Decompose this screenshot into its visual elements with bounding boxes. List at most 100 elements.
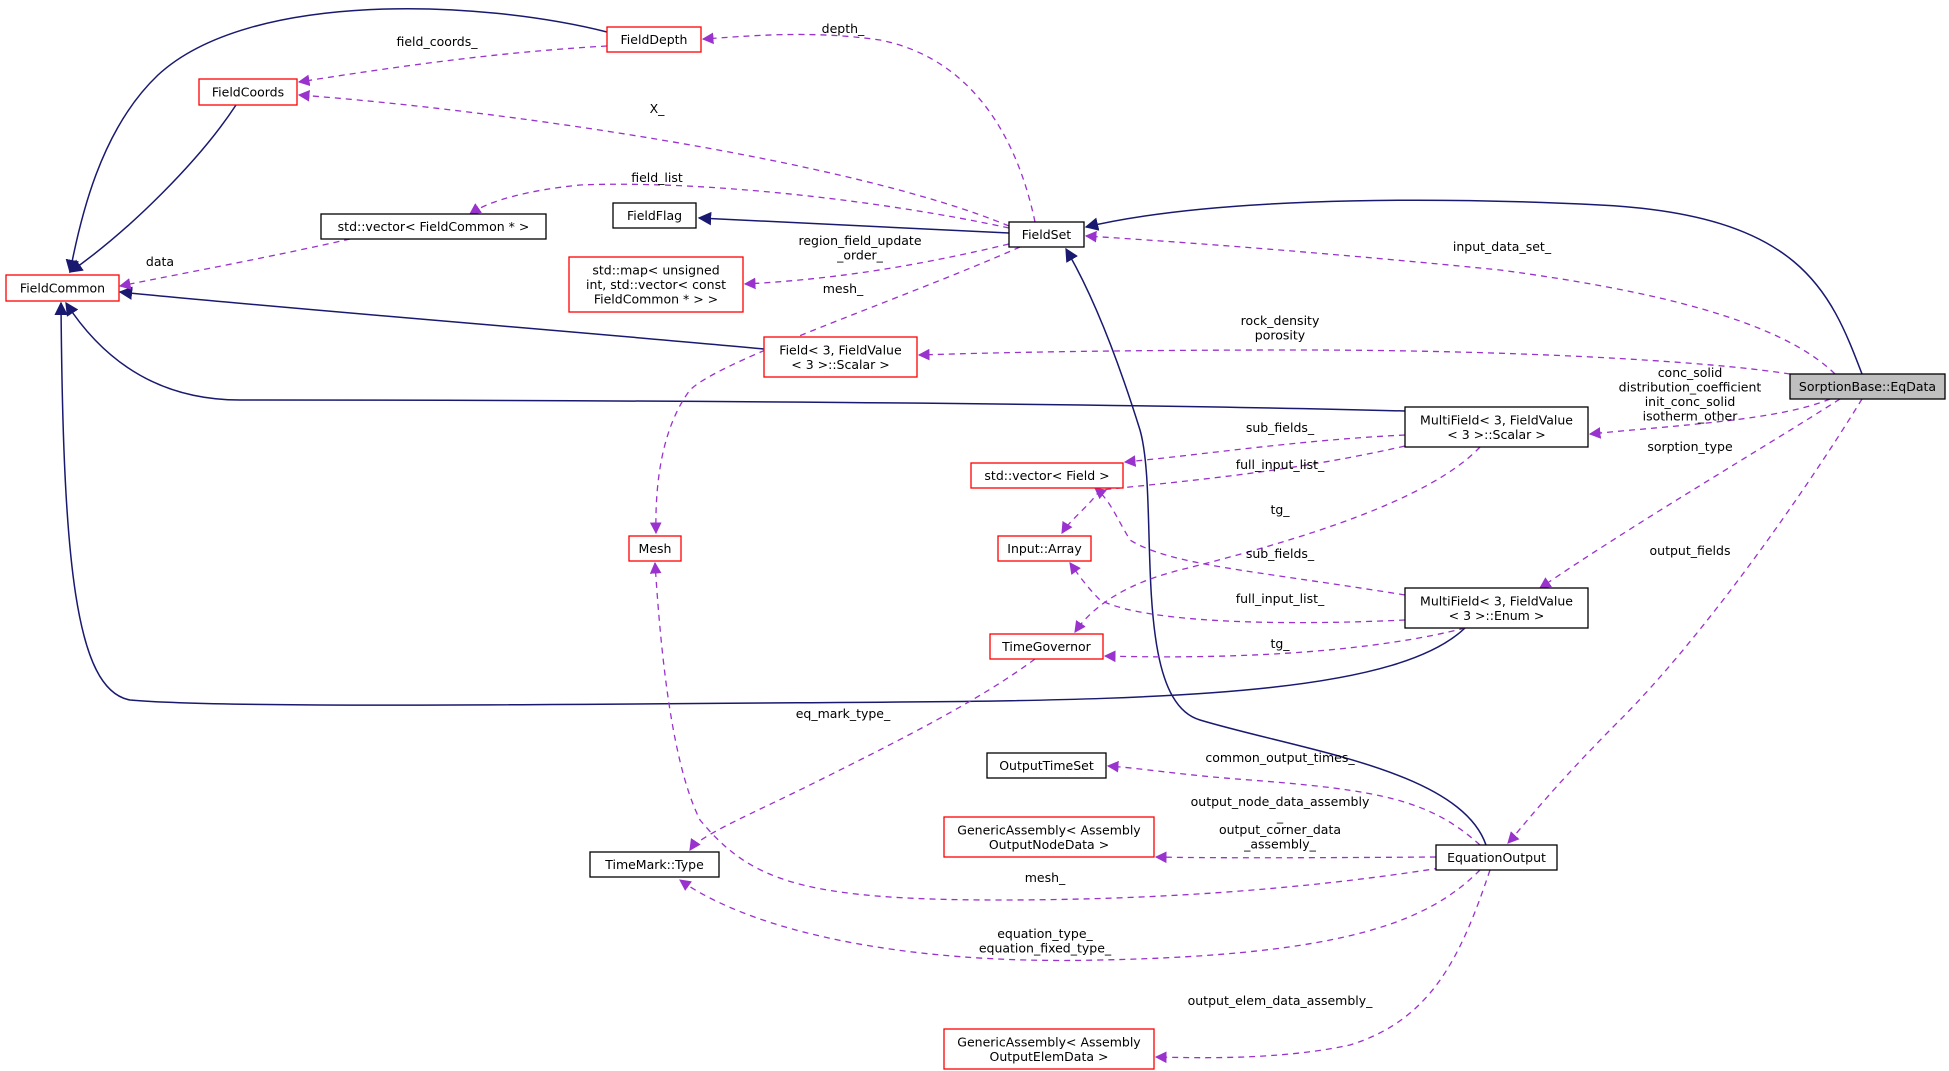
inherit-fieldflag-fieldset	[697, 211, 1010, 234]
node-multifield-enum[interactable]: MultiField< 3, FieldValue< 3 >::Enum >	[1404, 587, 1589, 629]
node-ga-node[interactable]: GenericAssembly< AssemblyOutputNodeData …	[943, 816, 1155, 858]
edge-label-line: output_node_data_assembly	[1191, 794, 1370, 809]
edge-label-full-input-list-2: full_input_list_	[1236, 591, 1325, 606]
node-box	[198, 78, 298, 106]
inherit-fieldcommon-field-scalar	[118, 286, 765, 350]
node-fieldflag[interactable]: FieldFlag	[612, 202, 697, 229]
node-label: std::map< unsigned	[592, 263, 719, 278]
node-mesh[interactable]: Mesh	[628, 535, 682, 562]
node-label: < 3 >::Scalar >	[1447, 427, 1545, 442]
edge-label-field-coords: field_coords_	[396, 34, 478, 49]
usage-mesh-bottom	[649, 561, 1441, 901]
node-label: OutputTimeSet	[999, 758, 1094, 773]
node-label: FieldCommon	[20, 281, 105, 296]
inherit-fieldset-equationoutput	[1065, 247, 1487, 846]
node-timemark-type[interactable]: TimeMark::Type	[589, 851, 720, 878]
edge-label-line: data	[146, 254, 174, 269]
edge-label-line: field_list	[631, 170, 683, 185]
node-label: FieldCommon * > >	[594, 292, 718, 307]
node-box	[628, 535, 682, 562]
usage-region-field-update	[743, 243, 1010, 290]
edge-label-line: tg_	[1270, 636, 1290, 651]
edge-label-line: field_coords_	[396, 34, 478, 49]
node-input-array[interactable]: Input::Array	[997, 535, 1092, 562]
usage-output-fields	[1507, 398, 1863, 844]
node-box	[943, 1028, 1155, 1070]
edge-label-sub-fields-1: sub_fields_	[1246, 420, 1315, 435]
node-box	[763, 336, 918, 378]
edge-label-mesh-top: mesh_	[823, 281, 864, 296]
edge-label-line: _assembly_	[1243, 837, 1317, 852]
node-box	[1404, 587, 1589, 629]
node-box	[606, 26, 702, 53]
node-eqdata[interactable]: SorptionBase::EqData	[1789, 373, 1946, 400]
node-fieldset[interactable]: FieldSet	[1008, 221, 1085, 248]
node-box	[612, 202, 697, 229]
node-fieldcommon[interactable]: FieldCommon	[5, 274, 120, 302]
node-label: FieldSet	[1022, 227, 1071, 242]
node-label: GenericAssembly< Assembly	[957, 822, 1141, 837]
node-fieldcoords[interactable]: FieldCoords	[198, 78, 298, 106]
node-label: GenericAssembly< Assembly	[957, 1034, 1141, 1049]
usage-eq-mark-type	[689, 658, 1036, 851]
edge-label-line: mesh_	[1025, 870, 1066, 885]
node-label: Input::Array	[1007, 541, 1082, 556]
node-equationoutput[interactable]: EquationOutput	[1435, 844, 1558, 871]
usage-tg-1	[1074, 446, 1481, 633]
node-label: OutputNodeData >	[989, 837, 1109, 852]
node-timegovernor[interactable]: TimeGovernor	[989, 633, 1104, 660]
edge-label-line: depth_	[822, 21, 865, 36]
inherit-fieldcommon-fieldcoords	[68, 104, 237, 273]
node-box	[989, 633, 1104, 660]
node-box	[1789, 373, 1946, 400]
node-box	[320, 213, 547, 240]
node-label: < 3 >::Scalar >	[791, 357, 889, 372]
node-box	[986, 752, 1107, 779]
node-field-scalar[interactable]: Field< 3, FieldValue< 3 >::Scalar >	[763, 336, 918, 378]
node-label: FieldDepth	[621, 32, 688, 47]
node-ga-elem[interactable]: GenericAssembly< AssemblyOutputElemData …	[943, 1028, 1155, 1070]
node-outputtimeset[interactable]: OutputTimeSet	[986, 752, 1107, 779]
edge-label-line: rock_density	[1241, 313, 1320, 328]
node-label: MultiField< 3, FieldValue	[1420, 593, 1573, 608]
node-box	[1404, 406, 1589, 448]
edge-label-mesh-bottom: mesh_	[1025, 870, 1066, 885]
node-label: TimeMark::Type	[604, 857, 704, 872]
edge-label-line: common_output_times_	[1205, 750, 1355, 765]
node-box	[5, 274, 120, 302]
edge-label-output-elem-data: output_elem_data_assembly_	[1188, 993, 1374, 1008]
edge-label-output-node-data: output_node_data_assembly_	[1191, 794, 1370, 824]
node-label: TimeGovernor	[1001, 639, 1092, 654]
edge-label-line: init_conc_solid	[1645, 394, 1736, 409]
edge-label-line: equation_type_	[997, 926, 1093, 941]
edge-label-line: sorption_type	[1647, 439, 1733, 454]
usage-multifield-scalar	[1588, 398, 1831, 439]
edge-label-common-output-times: common_output_times_	[1205, 750, 1355, 765]
edge-label-tg-1: tg_	[1270, 502, 1290, 517]
edge-label-line: eq_mark_type_	[796, 706, 891, 721]
node-multifield-scalar[interactable]: MultiField< 3, FieldValue< 3 >::Scalar >	[1404, 406, 1589, 448]
edge-label-input-data-set: input_data_set_	[1453, 239, 1552, 254]
edge-label-region-field-update: region_field_update_order_	[798, 233, 921, 263]
usage-equation-type	[679, 869, 1481, 962]
edge-label-multifield-scalar-use: conc_soliddistribution_coefficientinit_c…	[1619, 365, 1762, 424]
usage-edges	[118, 32, 1863, 1064]
node-label: FieldFlag	[627, 208, 682, 223]
node-label: OutputElemData >	[990, 1049, 1109, 1064]
node-box	[568, 256, 744, 313]
edge-label-line: output_elem_data_assembly_	[1188, 993, 1374, 1008]
node-label: std::vector< FieldCommon * >	[338, 219, 530, 234]
node-box	[1008, 221, 1085, 248]
node-vec-field[interactable]: std::vector< Field >	[970, 462, 1124, 489]
inherit-fieldcommon-fielddepth	[65, 7, 608, 274]
node-vec-fieldcommon[interactable]: std::vector< FieldCommon * >	[320, 213, 547, 240]
edge-label-x: X_	[650, 101, 666, 116]
node-fielddepth[interactable]: FieldDepth	[606, 26, 702, 53]
usage-x	[297, 89, 1010, 227]
usage-depth	[701, 32, 1036, 223]
node-label: FieldCoords	[212, 85, 284, 100]
node-label: MultiField< 3, FieldValue	[1420, 412, 1573, 427]
edge-label-line: _	[1276, 809, 1284, 824]
